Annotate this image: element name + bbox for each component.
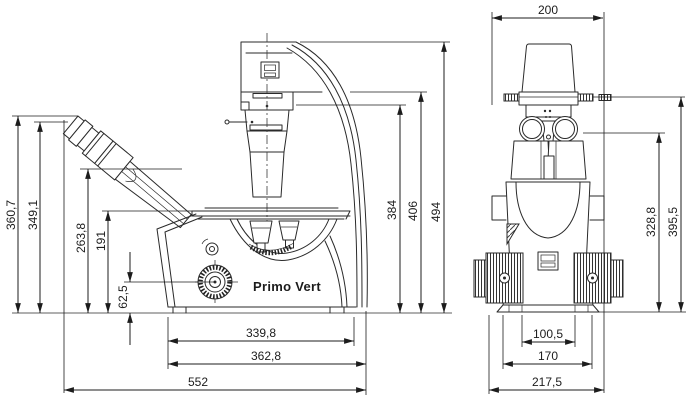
dim-label: 200: [538, 3, 558, 17]
dim-label: 339,8: [246, 326, 276, 340]
dim-label: 494: [429, 202, 443, 222]
dim-label: 395,5: [666, 207, 680, 237]
front-view-drawing: [473, 43, 624, 313]
dim-front-width-100-5: 100,5: [521, 327, 576, 345]
dim-label: 328,8: [644, 207, 658, 237]
dim-label: 349,1: [26, 200, 40, 230]
dim-label: 406: [406, 201, 420, 221]
dim-label: 100,5: [533, 327, 563, 341]
dim-label: 170: [538, 349, 558, 363]
focus-knob-front-right: [573, 252, 624, 304]
dim-side-width-362-8: 362,8: [167, 349, 367, 367]
dim-side-bottom-group: 339,8 362,8 552: [63, 120, 367, 395]
dim-label: 62,5: [116, 285, 130, 309]
eyepiece-tube: [62, 115, 192, 229]
condenser-column: [224, 33, 294, 232]
side-view-drawing: Primo Vert: [12, 33, 452, 314]
nosepiece-objectives: [229, 218, 338, 261]
specimen-stage: [191, 207, 351, 220]
dim-front-height-395-5: 395,5: [593, 96, 686, 313]
dim-label: 384: [385, 200, 399, 220]
dim-side-height-263-8: 263,8: [74, 168, 182, 314]
dim-front-width-200: 200: [491, 3, 605, 393]
dim-front-height-328-8: 328,8: [583, 132, 665, 313]
dim-side-width-552: 552: [63, 375, 367, 393]
base-front: [156, 213, 357, 314]
filter-slider-slot: [249, 124, 283, 131]
dim-label: 362,8: [251, 349, 281, 363]
phase-slider-slot: [252, 93, 283, 99]
dim-side-height-62-5: 62,5: [116, 252, 215, 345]
front-body: [491, 181, 605, 306]
dim-side-height-406: 406: [350, 91, 427, 314]
lamp-housing: [521, 43, 576, 93]
focus-knob-side: [195, 260, 240, 306]
clamp-wedge: [506, 223, 520, 246]
dim-side-height-494: 494: [300, 41, 450, 314]
lamp-icon: [260, 61, 280, 79]
dim-label: 552: [188, 375, 208, 389]
body-arm: [240, 41, 368, 308]
dim-label: 360,7: [4, 200, 18, 230]
dim-label: 217,5: [532, 375, 562, 389]
dim-side-width-339-8: 339,8: [167, 326, 355, 344]
nosepiece-knurl: [249, 243, 294, 256]
dim-label: 263,8: [74, 223, 88, 253]
dim-front-width-170: 170: [502, 349, 593, 367]
condenser-adjust-knob: [201, 238, 219, 256]
focus-knob-front-left: [473, 252, 524, 304]
product-label: Primo Vert: [253, 279, 321, 294]
dim-side-height-384: 384: [296, 104, 406, 314]
dim-side-height-349-1: 349,1: [26, 121, 68, 314]
dim-side-height-191: 191: [94, 210, 192, 314]
binocular-head: [510, 116, 587, 180]
dim-front-bottom-group: 100,5 170 217,5: [488, 315, 605, 394]
arm-mount: [503, 91, 612, 118]
dim-label: 191: [94, 231, 108, 251]
front-base: [496, 304, 600, 313]
dim-front-width-217-5: 217,5: [488, 375, 605, 393]
dim-side-height-360-7: 360,7: [4, 115, 78, 314]
